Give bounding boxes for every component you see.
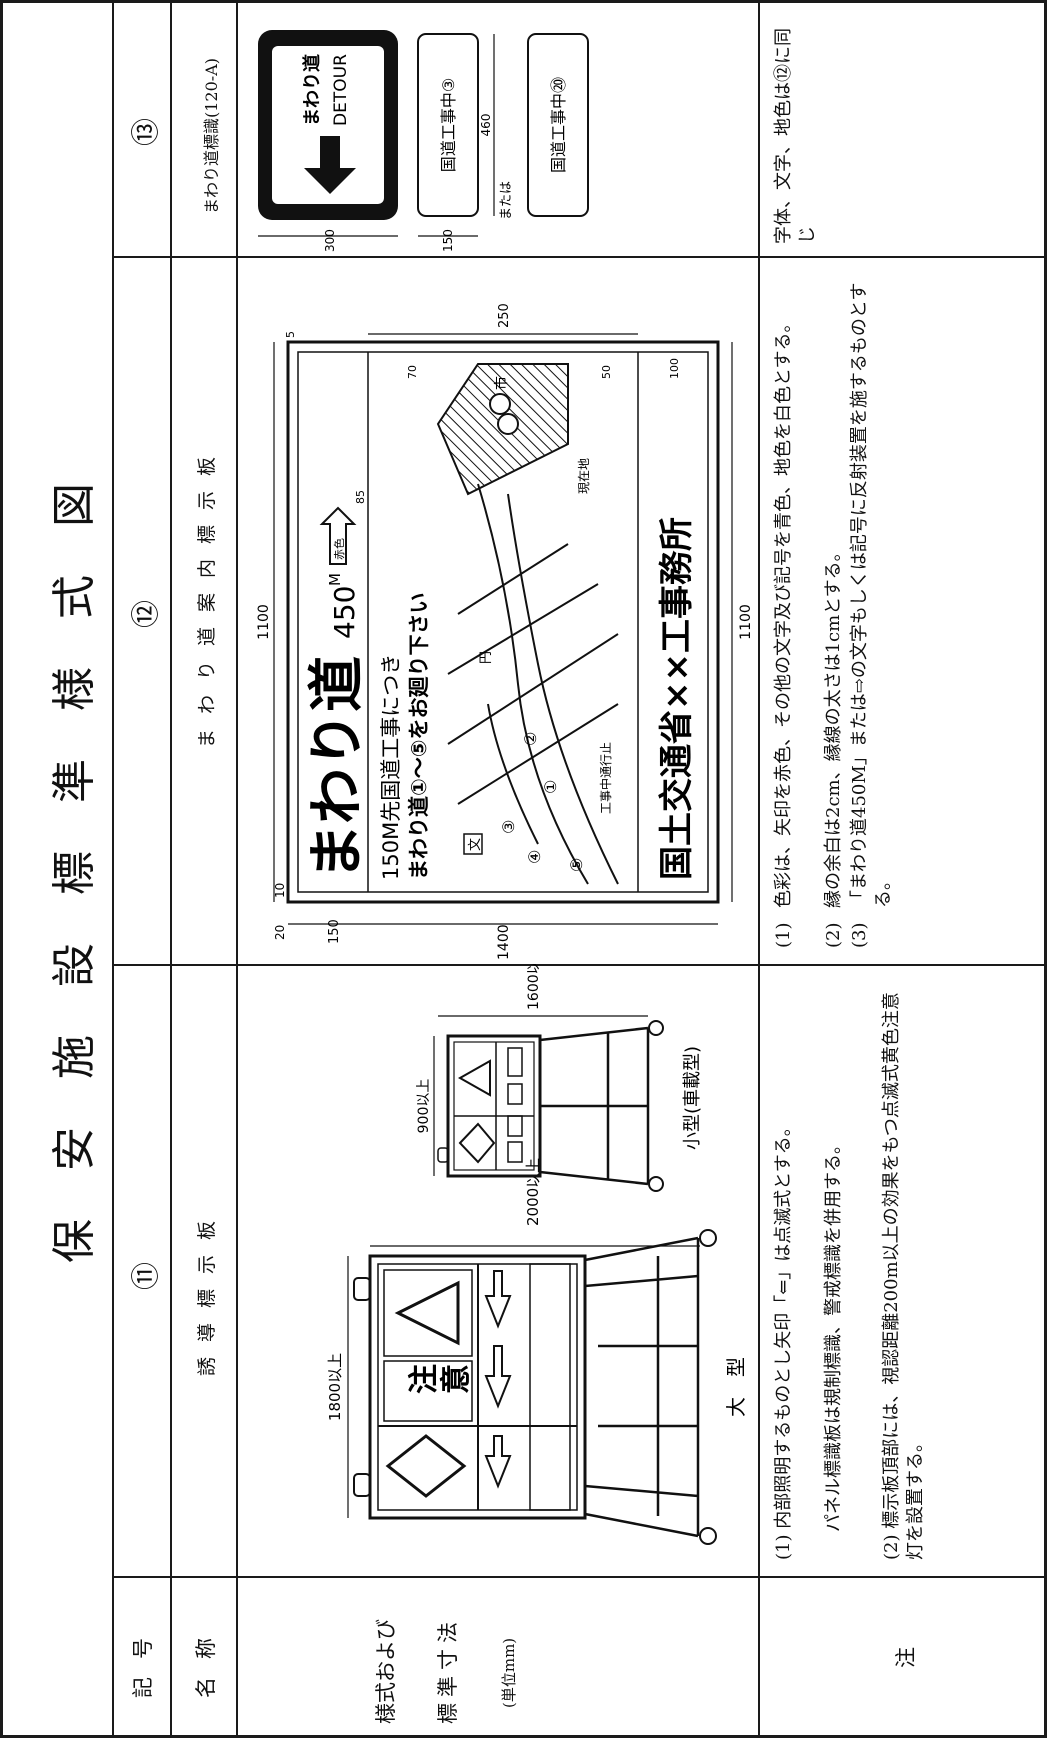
plate-2	[527, 33, 589, 217]
row-label-name: 名称	[194, 1620, 218, 1698]
dim-50: 50	[600, 365, 613, 379]
small-guidance-board	[433, 1015, 664, 1192]
lamp-left-icon	[353, 1473, 371, 1497]
dim-headline-height: 150	[327, 919, 342, 944]
dim-85: 85	[354, 490, 367, 504]
dim-100: 100	[668, 358, 681, 379]
col12-note-1-num: (1)	[773, 922, 794, 949]
col13-drawing: まわり道 DETOUR 国道工事中③ または 国道工事中⑳ 300 150 46…	[258, 30, 589, 252]
plate-1	[417, 33, 479, 217]
large-arrow-left-1-icon	[484, 1435, 512, 1489]
small-width-dim: 900以上	[416, 1079, 432, 1134]
col12-note-2: 縁の余白は2cm、縁線の太さは1cmとする。	[823, 543, 844, 908]
outer-border-top	[0, 0, 3, 1738]
page-title: 保安施設標準様式図	[49, 435, 100, 1263]
col12-note-3-num: (3)	[849, 922, 870, 949]
row-label-standard-size: 標準寸法	[436, 1616, 460, 1724]
plate-2-text: 国道工事中⑳	[549, 77, 568, 173]
col13-note: 字体、文字、地色は⑫に同じ	[773, 28, 818, 244]
dim-70: 70	[406, 365, 419, 379]
red-arrow-icon	[319, 506, 357, 565]
dim-height: 1400	[496, 924, 512, 960]
rule-under-title	[112, 0, 114, 1738]
col11-drawing: 1800以上 2000以上 注 意 大 型 900以上 1600以上 小型(車載…	[326, 964, 748, 1545]
col11-note-1: (1) 内部照明するものとし矢印「⇐」は点滅式とする。	[773, 1118, 794, 1560]
row-label-code: 記号	[131, 1620, 155, 1698]
guide-arrow-label: 赤色	[332, 538, 346, 560]
col13-code: ⑬	[129, 117, 162, 146]
small-diamond-icon	[458, 1122, 496, 1164]
large-arrow-left-2-icon	[484, 1345, 512, 1409]
col12-drawing: まわり道 450 M 赤色 150M先国道工事につき まわり道①〜⑤をお廻り下さ…	[256, 303, 754, 960]
warning-triangle-icon	[394, 1280, 460, 1346]
map-city: 市	[493, 376, 510, 390]
large-width-dim: 1800以上	[326, 1353, 344, 1421]
guide-headline: まわり道	[305, 656, 370, 880]
dim-margin-10: 10	[273, 883, 287, 898]
col13-name: まわり道標識(120-A)	[202, 58, 221, 214]
school-map-icon	[463, 833, 483, 855]
col12-note-1: 色彩は、矢印を赤色、その他の文字及び記号を青色、地色を白色とする。	[773, 314, 794, 908]
large-guidance-board	[347, 1229, 717, 1545]
route-5: ⑤	[567, 858, 586, 872]
col12-note-3: 「まわり道450M」または⇨の文字もしくは記号に反射装置を施するものとする。	[849, 282, 894, 908]
large-label: 大 型	[724, 1357, 748, 1417]
dim-5: 5	[284, 331, 297, 338]
route-1: ①	[541, 780, 560, 794]
vrule-label-column	[112, 1576, 1047, 1578]
small-label: 小型(車載型)	[682, 1046, 703, 1150]
row-label-note: 注	[894, 1647, 918, 1668]
detour-arrow-icon	[304, 136, 356, 194]
dim-top-band: 250	[497, 303, 512, 328]
col11-note-3: (2) 標示板頂部には、視認距離200m以上の効果をもつ点滅式黄色注意灯を設置す…	[881, 992, 926, 1560]
small-lamp-icon	[437, 1147, 449, 1163]
route-2: ②	[521, 732, 540, 746]
dim-width: 1100	[256, 604, 272, 640]
small-triangle-icon	[457, 1059, 491, 1097]
lamp-right-icon	[353, 1277, 371, 1301]
detour-line-2: DETOUR	[331, 54, 351, 126]
col11-code: ⑪	[129, 1261, 162, 1290]
row-label-style: 様式および	[374, 1619, 398, 1724]
rule-under-code	[170, 0, 172, 1738]
guide-footer: 国土交通省××工事務所	[657, 517, 697, 880]
col12-note-2-num: (2)	[823, 922, 844, 949]
guide-line-2: まわり道①〜⑤をお廻り下さい	[407, 592, 431, 880]
col12-name: まわり道案内標示板	[196, 441, 218, 748]
row-label-unit: (単位mm)	[500, 1637, 518, 1708]
dim-width-bottom: 1100	[738, 604, 754, 640]
map-shrine: 円	[479, 651, 494, 664]
panel-char-2: 意	[439, 1364, 474, 1394]
map-road-closed: 工事中通行止	[598, 742, 613, 814]
map-current-location: 現在地	[577, 458, 591, 494]
guide-board-frame	[286, 340, 720, 904]
guide-line-1: 150M先国道工事につき	[379, 654, 403, 880]
guide-distance: 450	[328, 586, 361, 639]
route-4: ④	[525, 850, 544, 864]
plate-1-text: 国道工事中③	[439, 78, 458, 172]
large-panel-caution	[383, 1360, 473, 1422]
city-marker-icon	[497, 413, 519, 435]
col12-code: ⑫	[129, 599, 162, 628]
dim-plate-height: 150	[441, 229, 455, 252]
detour-line-1: まわり道	[301, 54, 323, 126]
map-school: 文	[468, 838, 483, 851]
dim-margin-20: 20	[273, 925, 287, 940]
route-3: ③	[499, 820, 518, 834]
col11-note-2: パネル標識板は規制標識、警戒標識を併用する。	[823, 1136, 844, 1532]
or-label: または	[499, 181, 514, 220]
large-arrow-left-3-icon	[484, 1270, 512, 1329]
small-height-dim: 1600以上	[526, 964, 542, 1010]
guide-distance-unit: M	[326, 573, 344, 586]
panel-char-1: 注	[407, 1364, 442, 1394]
warning-diamond-icon	[385, 1434, 467, 1498]
rule-above-notes	[758, 0, 760, 1738]
dim-sign-height: 300	[323, 229, 337, 252]
dim-plate-width: 460	[479, 114, 493, 137]
col11-name: 誘導標示板	[196, 1205, 218, 1376]
